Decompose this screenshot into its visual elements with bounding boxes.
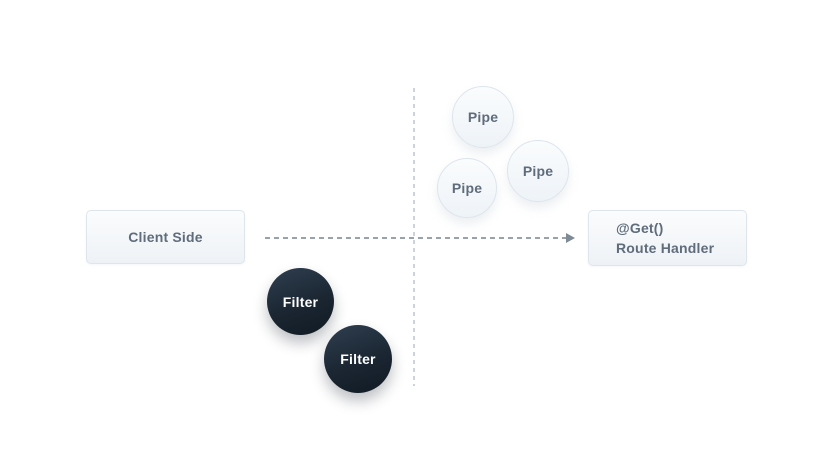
request-flow-arrow xyxy=(265,237,566,239)
arrow-head-icon xyxy=(566,233,575,243)
pipe-node: Pipe xyxy=(437,158,497,218)
route-handler-decorator: @Get() xyxy=(616,220,664,236)
filter-node: Filter xyxy=(324,325,392,393)
filter-node: Filter xyxy=(267,268,334,335)
filter-label: Filter xyxy=(340,351,376,367)
pipe-node: Pipe xyxy=(507,140,569,202)
pipe-label: Pipe xyxy=(522,163,554,179)
filter-label: Filter xyxy=(282,293,319,310)
client-side-label: Client Side xyxy=(128,229,203,245)
route-handler-label: Route Handler xyxy=(616,240,715,256)
route-handler-node: @Get() Route Handler xyxy=(588,210,747,266)
client-side-node: Client Side xyxy=(86,210,245,264)
pipe-label: Pipe xyxy=(467,109,499,125)
pipe-node: Pipe xyxy=(452,86,514,148)
pipe-label: Pipe xyxy=(451,180,483,196)
